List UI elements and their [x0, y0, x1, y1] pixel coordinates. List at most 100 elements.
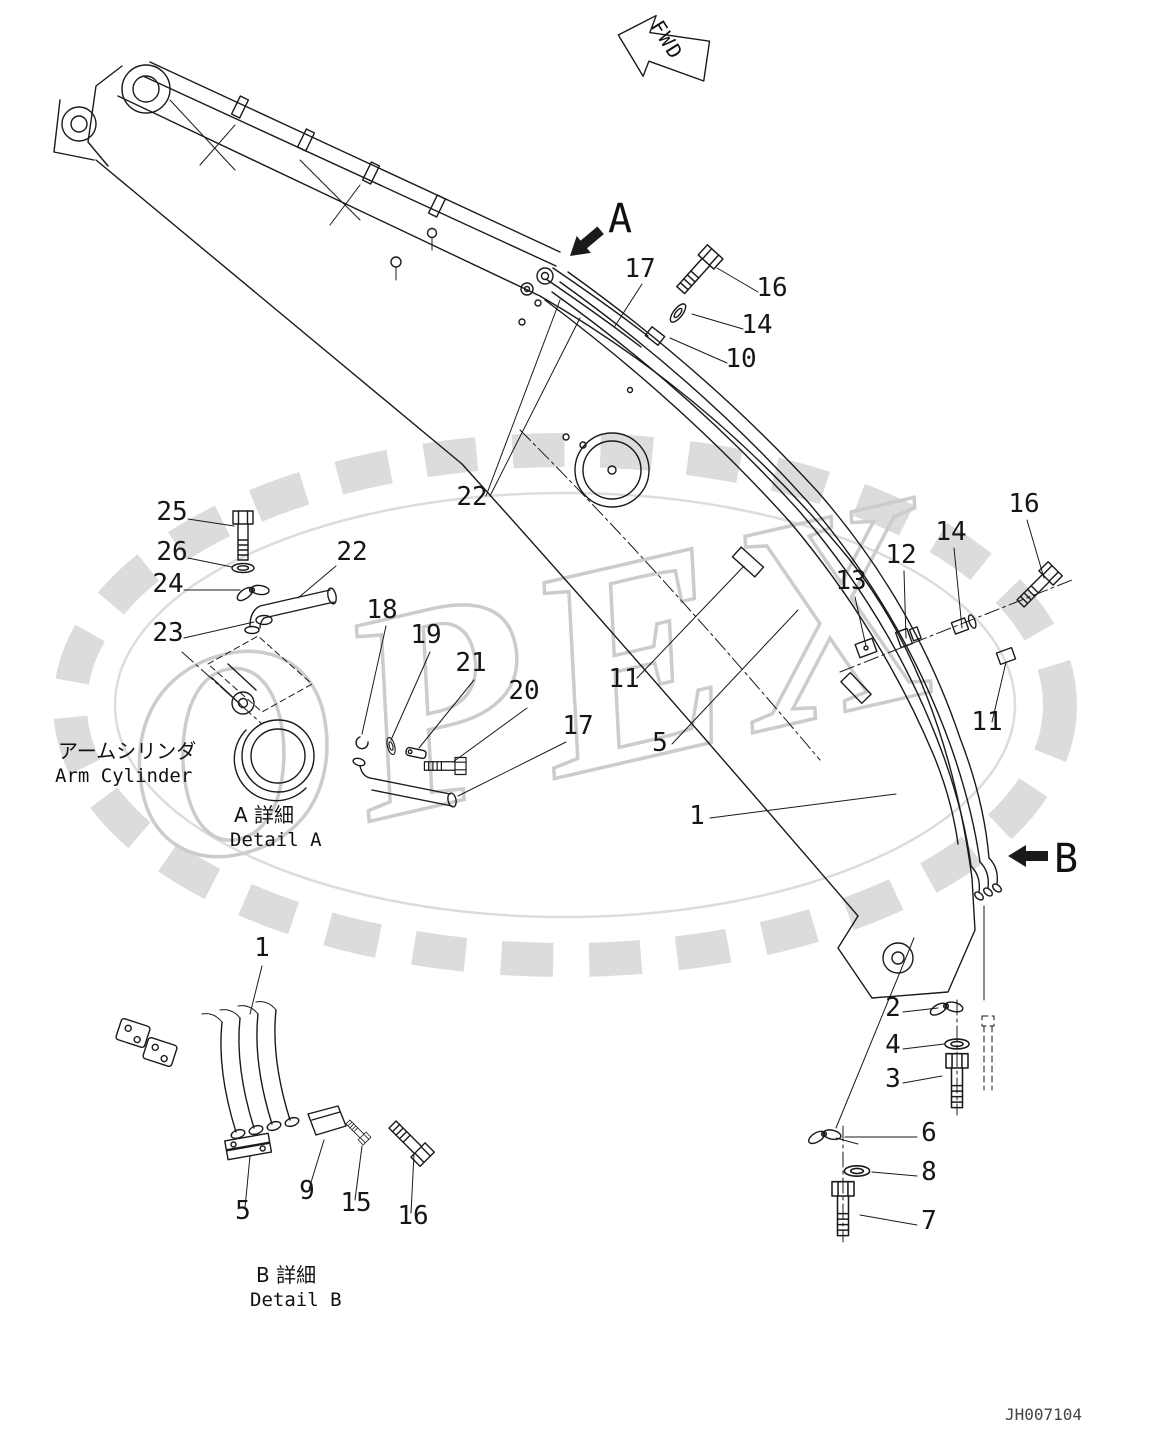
pipe-run-2: [551, 291, 972, 867]
washer-part-8: [843, 1165, 871, 1177]
callout-6: 6: [921, 1118, 937, 1148]
detail-b-caption-jp: B 詳細: [256, 1263, 316, 1287]
phantom-bolt: [981, 1015, 995, 1091]
callout-15: 15: [340, 1188, 371, 1218]
callout-10: 10: [725, 344, 756, 374]
detail-b-pipe-2: [238, 1017, 255, 1129]
callout-16-right: 16: [1008, 489, 1039, 519]
leader-3: [902, 1075, 943, 1084]
bolt-part-16-detail-b: [384, 1116, 435, 1167]
flange-plate-2: [142, 1036, 178, 1068]
callout-1-detail-b: 1: [254, 933, 270, 963]
leader-8: [871, 1171, 918, 1177]
leader-17-detail: [457, 741, 567, 797]
leader-20: [452, 707, 528, 763]
link-part-21: [405, 746, 427, 760]
detail-b-pipe-3: [256, 1013, 273, 1125]
section-b-label: B: [1054, 836, 1078, 882]
boom-nose-boss-2: [61, 106, 97, 142]
callout-19: 19: [410, 620, 441, 650]
section-b-arrow: [1008, 845, 1048, 867]
pipe-clamp: [230, 95, 250, 119]
fitting-part-14-right: [950, 614, 977, 635]
watermark-gear: [53, 433, 1077, 977]
leader-12: [903, 570, 907, 639]
callout-5-mid: 5: [652, 728, 668, 758]
callout-17-top: 17: [624, 254, 655, 284]
detail-b-caption-en: Detail B: [250, 1289, 342, 1311]
callout-13: 13: [835, 566, 866, 596]
callout-2: 2: [885, 993, 901, 1023]
leader-15: [354, 1145, 363, 1201]
snap-ring-part-18: [355, 736, 369, 750]
detail-b-pipe-1: [220, 1021, 237, 1133]
leader-11-mid: [636, 565, 745, 679]
callout-26: 26: [156, 537, 187, 567]
arm-cylinder-label-jp: アームシリンダ: [58, 739, 196, 763]
pipe-clamp: [361, 161, 381, 185]
foot-fastener-group: [804, 905, 995, 1243]
leader-26: [187, 557, 233, 568]
leader-22-main-a: [485, 299, 561, 497]
callout-16-detail-b: 16: [397, 1201, 428, 1231]
boom-nose-boss: [121, 64, 171, 114]
section-labels: A B: [570, 196, 1078, 882]
callout-1-mid: 1: [689, 801, 705, 831]
leader-16-right: [1026, 519, 1045, 579]
leader-9: [308, 1139, 325, 1190]
leader-5-mid: [671, 609, 799, 745]
section-a-label: A: [608, 196, 632, 242]
flange-a: [536, 267, 554, 285]
pipe-clamp: [427, 194, 447, 218]
flange-plate-1: [115, 1017, 151, 1049]
pipe-clamp-mid: [840, 671, 872, 705]
leader-22-detail: [297, 565, 337, 599]
leader-18: [361, 625, 387, 735]
clamp-part-13: [854, 637, 878, 659]
bolt-part-16-top: [672, 244, 724, 298]
detail-a-caption-en: Detail A: [230, 829, 322, 851]
callout-11-right: 11: [971, 707, 1002, 737]
captions: アームシリンダ Arm Cylinder A 詳細 Detail A B 詳細 …: [55, 739, 1082, 1424]
leader-14-right: [953, 547, 963, 629]
fwd-arrow: FWD: [617, 14, 711, 82]
leader-4: [902, 1043, 945, 1050]
boom-structure: [53, 61, 976, 999]
callout-20: 20: [508, 676, 539, 706]
fwd-label: FWD: [646, 16, 689, 64]
callout-11-mid: 11: [608, 664, 639, 694]
leader-13: [854, 596, 867, 647]
tube-part-22: [244, 587, 337, 635]
washer-part-26: [231, 562, 255, 574]
callout-23: 23: [152, 618, 183, 648]
washer-part-14-top: [666, 300, 690, 326]
clip-part-6: [804, 1124, 844, 1148]
fwd-arrow-outline: [617, 14, 711, 82]
leader-16-detail-b: [410, 1153, 415, 1214]
detail-b-pipe-4: [274, 1009, 291, 1121]
boom-top-edge: [117, 95, 973, 879]
oring-part-23: [255, 614, 273, 626]
detail-a-group: [181, 510, 467, 808]
pipe-elbows: [970, 857, 999, 893]
leader-14-top: [691, 313, 744, 330]
boom-top-pipe-2: [142, 75, 557, 267]
callout-5-detail-b: 5: [235, 1196, 251, 1226]
detail-a-caption-jp: A 詳細: [234, 803, 294, 827]
callout-25: 25: [156, 497, 187, 527]
leader-1-detail-b: [249, 965, 263, 1015]
leader-2: [902, 1007, 939, 1013]
arm-cylinder-bore: [241, 719, 315, 793]
leader-10: [669, 337, 728, 364]
callout-14-top: 14: [741, 310, 772, 340]
pipe-run-3: [567, 271, 990, 859]
callout-4: 4: [885, 1030, 901, 1060]
callout-16-top: 16: [756, 273, 787, 303]
callout-3: 3: [885, 1064, 901, 1094]
leader-11-right: [991, 661, 1007, 723]
fitting-part-11-right: [995, 646, 1017, 666]
pipe-run-1: [559, 281, 981, 863]
callout-17-detail: 17: [562, 711, 593, 741]
